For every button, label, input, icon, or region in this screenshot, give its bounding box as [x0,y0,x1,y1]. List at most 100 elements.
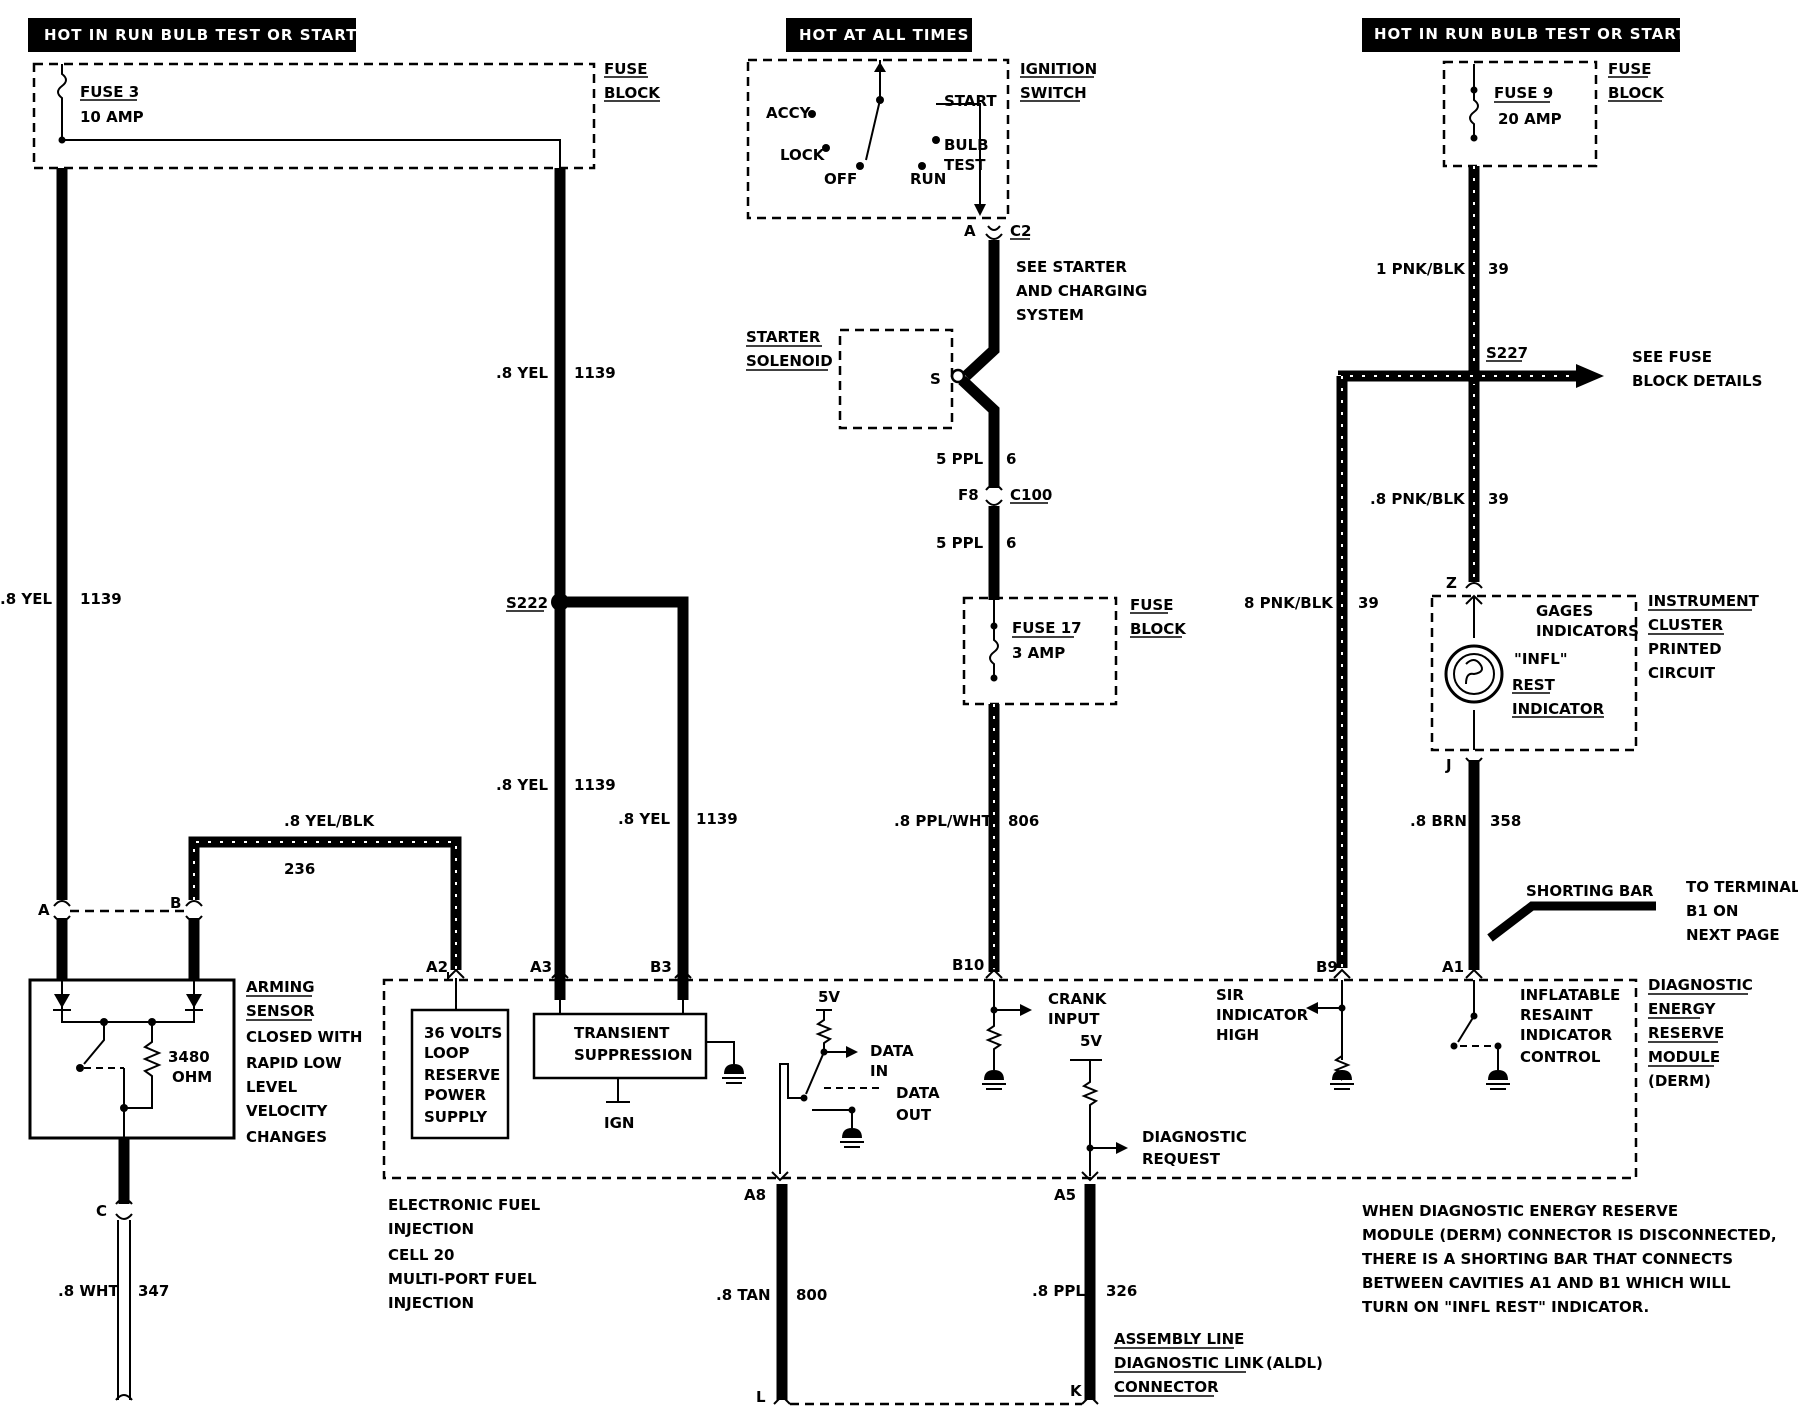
label-derm-infl2: RESAINT [1520,1006,1593,1024]
label-wires-yel_top_num: 1139 [574,364,616,382]
label-wires-brn_color: .8 BRN [1410,812,1467,830]
label-derm-l1: DIAGNOSTIC [1648,976,1753,994]
label-wires-pnkblk_mid_color: .8 PNK/BLK [1370,490,1466,508]
label-cluster-gages2: INDICATORS [1536,622,1639,640]
label-connectors-b9: B9 [1316,958,1338,976]
arming-sensor: 3480 OHM [28,978,236,1140]
label-wires-ppl1_color: 5 PPL [936,450,984,468]
label-aldl-l3: CONNECTOR [1114,1378,1219,1396]
label-connectors-b10: B10 [952,956,984,974]
ground-icon [840,1128,864,1148]
ground-icon [1486,1070,1510,1090]
label-wires-yel_top_color: .8 YEL [496,364,548,382]
label-derm-crank1: CRANK [1048,990,1108,1008]
label-wires-wht_num: 347 [138,1282,169,1300]
label-ignition-label1: IGNITION [1020,60,1097,78]
label-aldl-l2: DIAGNOSTIC LINK [1114,1354,1265,1372]
label-derm-crank2: INPUT [1048,1010,1100,1028]
label-connectors-k: K [1070,1382,1083,1400]
label-wires-yel_left_color: .8 YEL [0,590,52,608]
ignition-switch: ACCY LOCK OFF RUN START BULB TEST [746,58,1010,220]
label-wires-brn_num: 358 [1490,812,1521,830]
label-arming-l4: RAPID LOW [246,1054,342,1072]
label-derm-dataout1: DATA [896,1084,940,1102]
derm-top-connectors: A2 A3 B3 B10 B9 A1 [426,956,1483,980]
label-note-l2: MODULE (DERM) CONNECTOR IS DISCONNECTED, [1362,1226,1777,1244]
label-derm-datain2: IN [870,1062,888,1080]
label-derm-l4: MODULE [1648,1048,1720,1066]
label-connectors-a: A [964,222,976,240]
label-connectors-z: Z [1446,574,1457,592]
label-wires-yel_a3_color: .8 YEL [496,776,548,794]
label-wires-tan_num: 800 [796,1286,827,1304]
label-note-l3: THERE IS A SHORTING BAR THAT CONNECTS [1362,1250,1733,1268]
label-ignition-start: START [944,92,997,110]
label-note-l5: TURN ON "INFL REST" INDICATOR. [1362,1298,1649,1316]
label-see_fuse-line1: SEE FUSE [1632,348,1712,366]
label-fuse_block_right-rating: 20 AMP [1498,110,1562,128]
label-cluster-label1: INSTRUMENT [1648,592,1760,610]
label-fuse_block_left-label2: BLOCK [604,84,661,102]
label-note-l1: WHEN DIAGNOSTIC ENERGY RESERVE [1362,1202,1678,1220]
label-derm-ts1: TRANSIENT [574,1024,670,1042]
label-wires-pplwht_color: .8 PPL/WHT [894,812,992,830]
fuse-block-mid: FUSE 17 3 AMP [962,596,1118,706]
label-connectors-conn_b: B [170,894,181,912]
label-efi-l3: CELL 20 [388,1246,454,1264]
label-arming-ohm1: 3480 [168,1048,210,1066]
label-fuse_block_mid-rating: 3 AMP [1012,644,1065,662]
header-right: HOT IN RUN BULB TEST OR START [1362,18,1687,52]
label-see_fuse-line2: BLOCK DETAILS [1632,372,1762,390]
label-note-l4: BETWEEN CAVITIES A1 AND B1 WHICH WILL [1362,1274,1731,1292]
ground-icon [982,1070,1006,1090]
ground-icon [1330,1070,1354,1090]
label-derm-ps3: RESERVE [424,1066,500,1084]
label-derm-diag1: DIAGNOSTIC [1142,1128,1247,1146]
label-ignition-test: TEST [944,156,986,174]
label-derm-ign: IGN [604,1114,634,1132]
header-left: HOT IN RUN BULB TEST OR START [28,18,356,52]
label-wires-ppl2_num: 6 [1006,534,1016,552]
label-ignition-lock: LOCK [780,146,826,164]
label-wires-pnkblk_top_color: 1 PNK/BLK [1376,260,1466,278]
header-center: HOT AT ALL TIMES [786,18,972,52]
label-arming-l5: LEVEL [246,1078,298,1096]
label-derm-ts2: SUPPRESSION [574,1046,693,1064]
label-derm-infl1: INFLATABLE [1520,986,1620,1004]
label-arming-l2: SENSOR [246,1002,315,1020]
fuse-block-left: FUSE 3 10 AMP FUSE BLOCK [32,60,661,172]
label-cluster-gages1: GAGES [1536,602,1593,620]
label-fuse_block_right-fuse: FUSE 9 [1494,84,1553,102]
label-wires-yelblk_num: 236 [284,860,315,878]
label-fuse_block_mid-label1: FUSE [1130,596,1173,614]
label-connectors-a5: A5 [1054,1186,1076,1204]
label-starter-sol2: SOLENOID [746,352,833,370]
label-cluster-infl: "INFL" [1514,650,1568,668]
label-wires-pnkblk_side_color: 8 PNK/BLK [1244,594,1334,612]
label-starter-line2: AND CHARGING [1016,282,1147,300]
label-connectors-c2: C2 [1010,222,1031,240]
label-connectors-j: J [1445,756,1452,774]
label-arming-ohm2: OHM [172,1068,212,1086]
label-shorting-to1: TO TERMINAL [1686,878,1798,896]
label-wires-yel_b3_color: .8 YEL [618,810,670,828]
label-wires-wht_color: .8 WHT [58,1282,119,1300]
label-ignition-run: RUN [910,170,946,188]
label-derm-infl3: INDICATOR [1520,1026,1613,1044]
label-ignition-label2: SWITCH [1020,84,1087,102]
label-headers-right: HOT IN RUN BULB TEST OR START [1374,25,1687,43]
label-connectors-a8: A8 [744,1186,766,1204]
label-shorting-bar: SHORTING BAR [1526,882,1654,900]
label-derm-datain1: DATA [870,1042,914,1060]
label-wires-ppl_bot_num: 326 [1106,1282,1137,1300]
label-aldl-l1: ASSEMBLY LINE [1114,1330,1244,1348]
label-arming-l6: VELOCITY [246,1102,328,1120]
label-wires-pnkblk_side_num: 39 [1358,594,1379,612]
label-fuse_block_left-fuse: FUSE 3 [80,83,139,101]
label-derm-l5: (DERM) [1648,1072,1711,1090]
label-aldl-l2b: (ALDL) [1266,1354,1323,1372]
label-wires-pnkblk_mid_num: 39 [1488,490,1509,508]
label-derm-l3: RESERVE [1648,1024,1724,1042]
label-wires-pplwht_num: 806 [1008,812,1039,830]
